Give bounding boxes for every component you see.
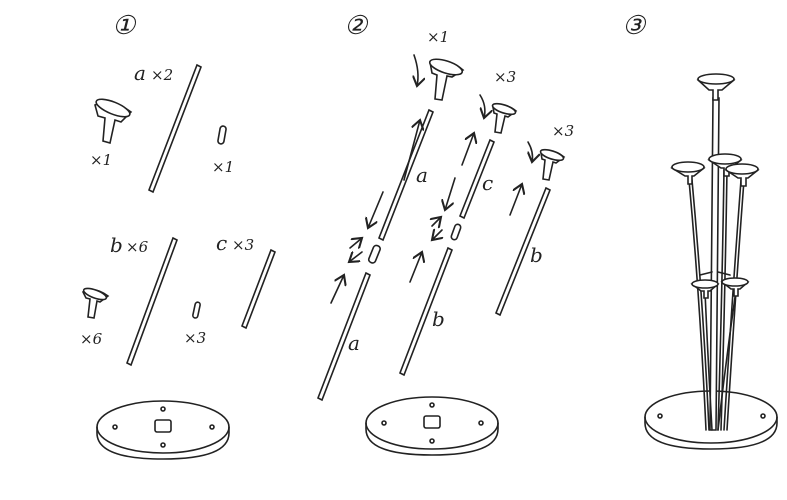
label-a-upper: a: [416, 163, 428, 187]
balloon-cup-icon: [94, 98, 133, 145]
small-cup-icon: [81, 287, 110, 319]
rod-c-icon: [240, 248, 277, 330]
step-3-panel: ③: [622, 11, 778, 450]
small-cup-quantity: ×6: [80, 330, 103, 348]
step-2-panel: ② ×1 a a ×3 c: [316, 11, 574, 456]
top-cup-icon: [428, 58, 465, 101]
rod-b-quantity: ×6: [126, 238, 149, 256]
rod-c-label: c: [216, 231, 227, 255]
top-cup-quantity: ×1: [427, 28, 449, 46]
base-plate-icon: [96, 400, 230, 460]
connector-icon: [217, 125, 227, 145]
right-cup-icon: [539, 148, 566, 181]
right-cup-quantity: ×3: [552, 122, 574, 140]
step-1-panel: ① a ×2 ×1 ×1 b ×6 c ×3: [80, 11, 277, 460]
cup-quantity: ×1: [90, 151, 112, 169]
rod-b-icon: [126, 236, 178, 367]
rod-a-quantity: ×2: [151, 66, 173, 84]
rod-a-icon: [147, 63, 203, 194]
assembled-stand-icon: [644, 73, 778, 450]
mid-cup-icon: [491, 102, 518, 134]
base-plate-step2-icon: [365, 396, 499, 456]
step-1-number: ①: [112, 11, 137, 41]
mid-cup-quantity: ×3: [494, 68, 516, 86]
step-3-number: ③: [622, 11, 647, 41]
label-c: c: [482, 171, 493, 195]
step-2-number: ②: [344, 11, 369, 41]
rod-a-label: a: [134, 61, 146, 85]
rod-b-label: b: [110, 233, 123, 257]
rod-c-quantity: ×3: [232, 236, 254, 254]
small-connector-quantity: ×3: [184, 329, 206, 347]
label-b-right: b: [530, 243, 543, 267]
small-connector-icon: [192, 301, 201, 319]
label-b-mid: b: [432, 307, 445, 331]
connector-quantity: ×1: [212, 158, 234, 176]
label-a-lower: a: [348, 331, 360, 355]
